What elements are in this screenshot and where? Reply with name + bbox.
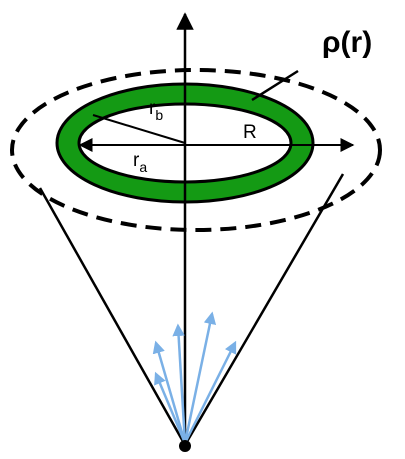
- blue-arrow-1: [154, 371, 187, 444]
- radius-rb-line: [92, 114, 186, 144]
- blue-arrow-5: [183, 340, 237, 444]
- rho-pointer-line: [251, 69, 299, 102]
- emission-arrows: [152, 311, 237, 444]
- R-label: R: [243, 122, 257, 143]
- cone-right-edge: [183, 173, 345, 446]
- rho-label: ρ(r): [322, 26, 372, 59]
- cone-base-dashed-ellipse: [10, 68, 382, 232]
- rb-label: rb: [149, 98, 163, 123]
- blue-arrow-2: [152, 340, 187, 444]
- cone-left-edge: [38, 187, 187, 446]
- blue-arrow-4: [183, 311, 217, 444]
- ra-label: ra: [133, 150, 147, 175]
- blue-arrow-3: [172, 323, 187, 444]
- cone-apex-point: [179, 440, 191, 452]
